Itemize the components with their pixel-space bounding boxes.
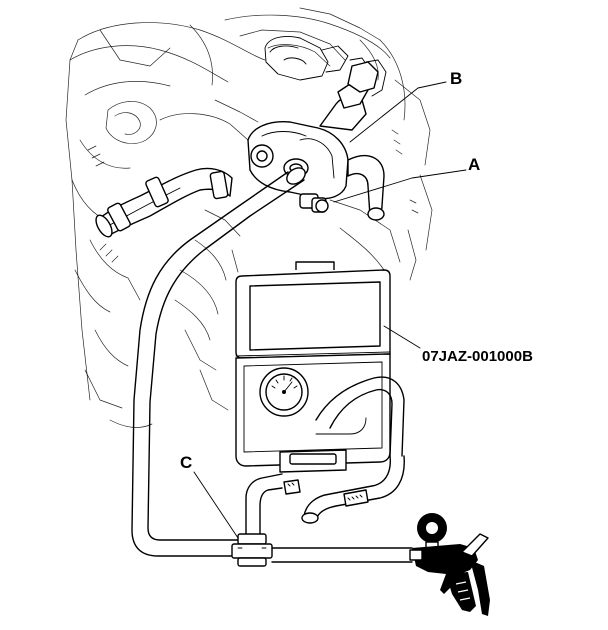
leader-b <box>349 81 447 143</box>
vacuum-hose <box>131 167 306 557</box>
leader-tool <box>383 325 421 349</box>
callout-tool-number: 07JAZ-001000B <box>422 348 533 365</box>
callout-b: B <box>450 69 462 88</box>
vacuum-pump-tool-case <box>235 261 405 473</box>
callout-c: C <box>180 453 192 472</box>
leader-a <box>333 169 467 203</box>
engine-background <box>65 7 433 428</box>
left-hose-assembly <box>95 167 233 238</box>
callout-a: A <box>468 155 480 174</box>
hand-vacuum-pump <box>409 513 490 616</box>
leader-c <box>193 471 239 539</box>
tee-fitting-hoses <box>231 455 413 567</box>
purge-valve <box>247 61 385 221</box>
leader-lines <box>193 81 467 539</box>
